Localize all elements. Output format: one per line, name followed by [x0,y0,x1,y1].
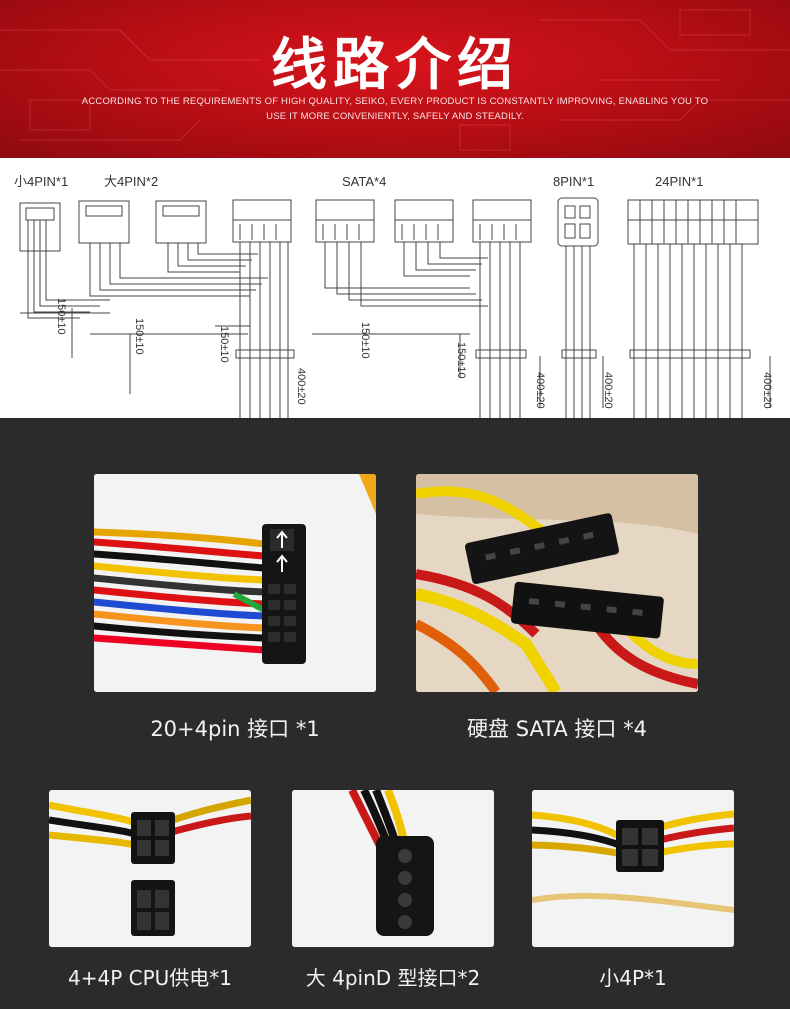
sata-connector-diagram-2 [315,199,375,243]
label-24pin: 24PIN*1 [655,174,703,189]
label-sata: SATA*4 [342,174,386,189]
24pin-connector-diagram [627,199,759,245]
caption-cpu-4plus4: 4+4P CPU供电*1 [67,966,232,990]
photo-atx-24pin [94,474,376,692]
dim-label-4: 400±20 [295,368,307,405]
circuit-pattern [0,9,790,151]
dim-label-6: 150±10 [455,342,467,379]
dim-label-8: 400±20 [602,372,614,409]
label-8pin: 8PIN*1 [553,174,594,189]
sata-connector-diagram-4 [472,199,532,243]
wiring-diagram: 小4PIN*1 大4PIN*2 SATA*4 8PIN*1 24PIN*1 [0,158,790,418]
dim-label-5: 150±10 [359,322,371,359]
subtitle-line-2: USE IT MORE CONVENIENTLY, SAFELY AND STE… [266,111,524,122]
label-big-4pin: 大4PIN*2 [104,174,158,189]
sata-connector-diagram-3 [394,199,454,243]
label-small-4pin: 小4PIN*1 [14,174,68,189]
page-title: 线路介绍 [271,33,519,98]
photo-sata [416,474,698,692]
big-4pin-connector-diagram-1 [78,200,130,244]
caption-sata: 硬盘 SATA 接口 *4 [467,717,647,741]
caption-small-4p: 小4P*1 [599,966,667,990]
atx-24pin-connector-icon [94,474,376,692]
caption-molex: 大 4pinD 型接口*2 [305,966,481,990]
dim-label-3: 150±10 [218,326,230,363]
photo-cpu-4plus4 [49,790,251,947]
dim-label-7: 400±20 [534,372,546,409]
sata-connector-diagram-1 [232,199,292,243]
page-subtitle: ACCORDING TO THE REQUIREMENTS OF HIGH QU… [60,94,730,124]
8pin-connector-diagram [557,197,599,247]
caption-atx-24pin: 20+4pin 接口 *1 [150,717,320,741]
sata-connector-icon [416,474,698,692]
dim-label-2: 150±10 [133,318,145,355]
photo-molex [292,790,494,947]
floppy-4pin-connector-icon [532,790,734,947]
cpu-4plus4-connector-icon [49,790,251,947]
dim-label-1: 150±10 [55,298,67,335]
header-banner: 线路介绍 ACCORDING TO THE REQUIREMENTS OF HI… [0,0,790,158]
big-4pin-connector-diagram-2 [155,200,207,244]
molex-4pin-connector-icon [292,790,494,947]
subtitle-line-1: ACCORDING TO THE REQUIREMENTS OF HIGH QU… [81,96,709,107]
photo-small-4p [532,790,734,947]
dim-label-9: 400±20 [761,372,773,409]
